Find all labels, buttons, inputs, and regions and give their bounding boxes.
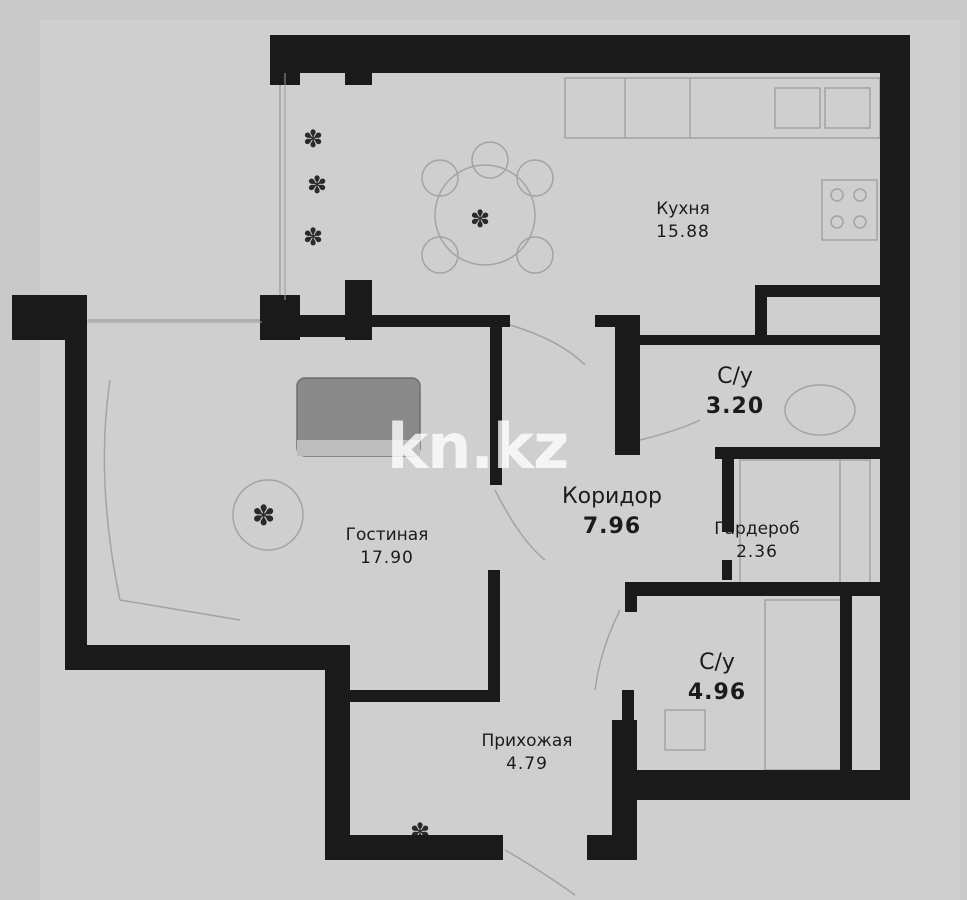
plant-icon: ✽	[303, 125, 323, 153]
room-area: 15.88	[656, 221, 710, 242]
wall-top	[270, 35, 910, 73]
room-area: 4.79	[506, 753, 548, 774]
plant-icon: ✽	[307, 171, 327, 199]
toilet	[784, 384, 856, 436]
room-bathroom-2: С/у 4.96	[688, 648, 746, 707]
room-wardrobe: Гардероб 2.36	[714, 518, 799, 564]
room-area: 7.96	[582, 513, 642, 539]
room-name: С/у	[717, 364, 753, 389]
dining-table	[434, 164, 536, 266]
watermark: kn.kz	[387, 410, 569, 483]
wall-living-corridor	[490, 315, 502, 485]
room-name: Гостиная	[345, 525, 429, 545]
wall-bathroom-bottom	[632, 770, 910, 800]
plant-icon: ✽	[303, 223, 323, 251]
room-hallway: Прихожая 4.79	[481, 730, 572, 776]
room-area: 3.20	[705, 393, 765, 419]
walls	[12, 35, 910, 860]
sofa	[103, 379, 241, 621]
room-corridor: Коридор 7.96	[562, 482, 662, 541]
wall-wardrobe	[722, 447, 734, 532]
room-name: Гардероб	[714, 519, 800, 539]
wall-bathroom1	[615, 315, 640, 455]
room-area: 2.36	[736, 541, 778, 562]
armchair	[232, 479, 304, 551]
room-bathroom-1: С/у 3.20	[706, 362, 764, 421]
room-area: 4.96	[687, 679, 747, 705]
wall-left	[65, 300, 87, 670]
cooktop	[821, 179, 878, 241]
room-kitchen: Кухня 15.88	[656, 198, 710, 244]
plant-icon: ✽	[470, 205, 490, 233]
wall-right	[880, 35, 910, 800]
room-name: Кухня	[656, 199, 710, 219]
window-lines	[87, 73, 286, 323]
room-area: 17.90	[360, 547, 414, 568]
room-name: Коридор	[562, 484, 662, 509]
room-living: Гостиная 17.90	[346, 524, 429, 570]
room-name: С/у	[699, 650, 735, 675]
room-name: Прихожая	[481, 731, 573, 751]
wall-bottom	[325, 835, 503, 860]
wall-living-bottom	[65, 645, 350, 670]
plant-icon: ✽	[252, 499, 275, 532]
furniture	[88, 77, 881, 896]
bed-pillow	[297, 440, 420, 456]
